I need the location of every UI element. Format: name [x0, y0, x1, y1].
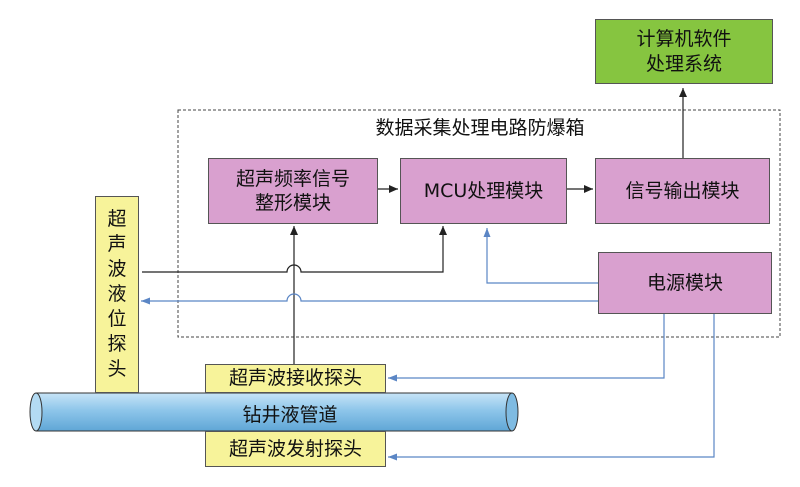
- computer-software-box: 计算机软件 处理系统: [595, 19, 773, 84]
- arrow-power-to-receiver: [388, 314, 665, 382]
- mcu-module: MCU处理模块: [400, 158, 567, 224]
- arrow-power-to-mcu: [483, 228, 598, 284]
- level-probe-char: 声: [107, 233, 127, 255]
- level-probe-char: 液: [107, 283, 127, 305]
- arrow-power-to-transmitter: [388, 314, 715, 461]
- software-line-1: 计算机软件: [636, 28, 732, 51]
- power-module: 电源模块: [598, 252, 772, 314]
- level-probe-char: 探: [107, 333, 127, 355]
- level-probe-char: 头: [107, 358, 127, 380]
- enclosure-title: 数据采集处理电路防爆箱: [375, 117, 585, 139]
- ultrasonic-level-probe: 超 声 波 液 位 探 头: [95, 196, 139, 393]
- transmit-probe-label: 超声波发射探头: [228, 437, 362, 460]
- freq-shaping-line-1: 超声频率信号: [235, 167, 350, 190]
- power-module-label: 电源模块: [646, 271, 723, 294]
- signal-lines: [142, 88, 687, 364]
- ultrasonic-receive-probe: 超声波接收探头: [205, 364, 386, 393]
- ultrasonic-transmit-probe: 超声波发射探头: [205, 431, 386, 467]
- level-probe-char: 超: [107, 208, 127, 230]
- arrow-level-probe-to-mcu: [142, 226, 447, 273]
- signal-output-label: 信号输出模块: [625, 179, 740, 202]
- mcu-module-label: MCU处理模块: [423, 179, 544, 202]
- pipe-label: 钻井液管道: [242, 404, 338, 426]
- level-probe-char: 波: [107, 258, 127, 280]
- receive-probe-label: 超声波接收探头: [228, 367, 362, 390]
- power-lines: [141, 228, 715, 461]
- signal-output-module: 信号输出模块: [595, 158, 770, 224]
- enclosure-border: [177, 109, 781, 338]
- level-probe-char: 位: [107, 308, 127, 330]
- arrow-power-to-level-probe: [141, 293, 598, 305]
- software-line-2: 处理系统: [645, 52, 722, 75]
- freq-shaping-line-2: 整形模块: [254, 192, 331, 214]
- freq-shaping-module: 超声频率信号 整形模块: [208, 158, 378, 224]
